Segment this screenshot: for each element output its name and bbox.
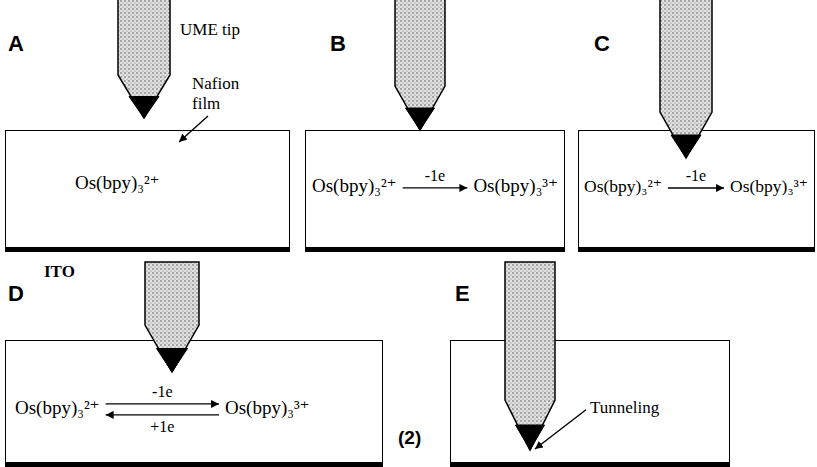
tip-electrode xyxy=(671,135,701,158)
ume-tip xyxy=(660,0,712,158)
tip-electrode xyxy=(406,108,435,130)
callout-label: UME tip xyxy=(180,20,240,40)
ume-tip xyxy=(395,0,445,130)
species-label: Os(bpy)₃³⁺ xyxy=(225,397,310,419)
panel-letter: C xyxy=(594,32,610,56)
species-label: Os(bpy)₃²⁺ xyxy=(584,176,662,196)
leader-arrow xyxy=(179,116,208,142)
panel-letter: B xyxy=(330,32,346,56)
tip-electrode xyxy=(516,425,545,450)
nafion-film: Os(bpy)₃²⁺ -1eOs(bpy)₃³⁺ xyxy=(578,130,815,252)
electron-label: -1e xyxy=(152,383,172,401)
callout-label: ITO xyxy=(44,262,75,282)
panel-letter: D xyxy=(8,282,24,306)
tip-body xyxy=(118,0,170,118)
species-label: Os(bpy)₃²⁺ xyxy=(75,172,160,194)
electron-label: +1e xyxy=(150,418,174,436)
ume-tip xyxy=(118,0,170,118)
reaction-arrow xyxy=(403,187,468,188)
species-label: Os(bpy)₃²⁺ xyxy=(312,175,397,197)
tip-body xyxy=(505,262,555,450)
ume-tip xyxy=(145,262,199,372)
reaction-arrow xyxy=(106,403,219,404)
tip-electrode xyxy=(129,97,159,119)
electron-label: -1e xyxy=(686,167,706,185)
panel-letter: A xyxy=(8,32,24,56)
leader-arrow xyxy=(535,410,586,449)
tip-body xyxy=(660,0,712,158)
equation-number: (2) xyxy=(398,428,421,449)
reaction-arrow xyxy=(668,187,724,188)
species-label: Os(bpy)₃²⁺ xyxy=(15,397,100,419)
tip-body xyxy=(395,0,445,130)
tip-body xyxy=(145,262,199,372)
panel-letter: E xyxy=(455,282,470,306)
reaction-arrow xyxy=(106,414,219,415)
species-label: Os(bpy)₃³⁺ xyxy=(473,175,558,197)
tip-electrode xyxy=(157,349,188,373)
callout-label: Nafion film xyxy=(192,74,256,113)
electron-label: -1e xyxy=(425,167,445,185)
nafion-film: Os(bpy)₃²⁺ xyxy=(5,130,290,252)
nafion-film: Tunneling xyxy=(450,340,730,467)
callout-label: Tunneling xyxy=(590,398,659,418)
species-label: Os(bpy)₃³⁺ xyxy=(730,176,808,196)
ume-tip xyxy=(505,262,555,450)
nafion-film: Os(bpy)₃²⁺ -1e +1e Os(bpy)₃³⁺ xyxy=(5,340,383,467)
nafion-film: Os(bpy)₃²⁺ -1e Os(bpy)₃³⁺ xyxy=(305,130,565,252)
